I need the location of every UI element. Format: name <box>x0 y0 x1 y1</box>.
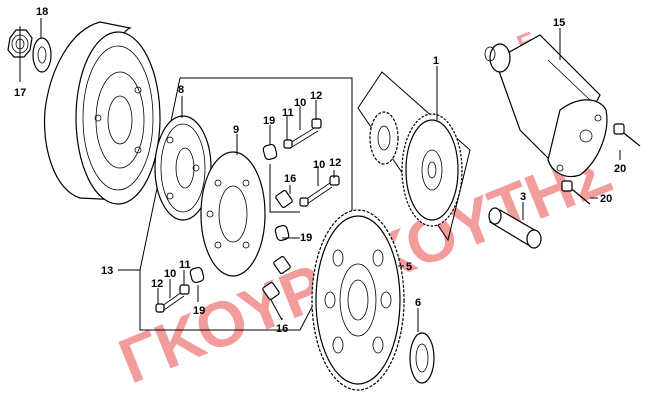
callout-20-top: 20 <box>614 163 626 175</box>
part-1-reduction-gear <box>357 71 471 242</box>
callout-3: 3 <box>520 191 526 203</box>
callout-9: 9 <box>233 124 239 136</box>
callout-19-mid: 19 <box>300 232 312 244</box>
part-8-clutch-body <box>154 115 212 221</box>
part-19-rollers <box>189 143 290 284</box>
callout-12-mid: 12 <box>329 157 341 169</box>
part-20-bolts <box>561 123 641 205</box>
callout-17: 17 <box>14 87 26 99</box>
callout-12-low: 12 <box>151 278 163 290</box>
part-9-clutch-outer <box>200 151 266 277</box>
part-18-washer <box>32 37 52 73</box>
callout-10-mid: 10 <box>313 159 325 171</box>
part-3-shaft <box>488 207 542 249</box>
callout-16-top: 16 <box>284 173 296 185</box>
leader-lines <box>19 18 621 332</box>
callout-1: 1 <box>433 55 439 67</box>
callout-6: 6 <box>415 297 421 309</box>
callout-19-low: 19 <box>193 305 205 317</box>
part-16-bolts <box>262 190 293 300</box>
spring-pin-set-top <box>283 118 322 149</box>
callout-19-top: 19 <box>263 115 275 127</box>
callout-18: 18 <box>36 6 48 18</box>
callout-labels: 18 17 8 9 19 11 10 12 10 12 16 19 13 11 … <box>14 6 626 335</box>
part-6-bushing <box>409 332 435 384</box>
callout-16-low: 16 <box>276 323 288 335</box>
callout-8: 8 <box>178 84 184 96</box>
callout-11-low: 11 <box>179 259 191 271</box>
callout-12-top: 12 <box>310 90 322 102</box>
part-5-driven-gear <box>311 209 405 391</box>
spring-pin-set-low <box>155 284 190 313</box>
callout-20-low: 20 <box>600 193 612 205</box>
callout-10-top: 10 <box>294 97 306 109</box>
callout-5: 5 <box>406 261 412 273</box>
callout-13: 13 <box>101 265 113 277</box>
callout-11-top: 11 <box>282 107 294 119</box>
part-15-starter-motor <box>484 34 608 178</box>
callout-10-low: 10 <box>164 268 176 280</box>
flywheel-rotor <box>43 21 161 205</box>
callout-15: 15 <box>553 17 565 29</box>
spring-pin-set-mid <box>299 175 340 207</box>
